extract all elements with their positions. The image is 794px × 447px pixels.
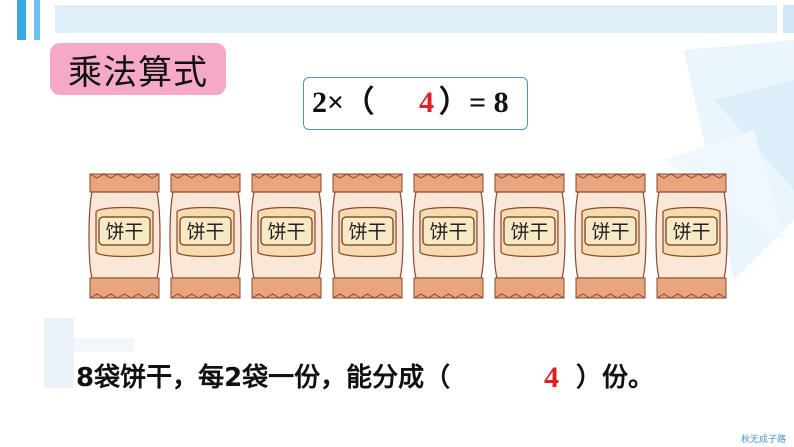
formula-right: ）= 8 — [439, 86, 509, 119]
corner-watermark-text: 秋无成子路 — [740, 435, 786, 445]
biscuit-bag-label: 饼干 — [186, 221, 224, 243]
biscuit-bag: 饼干 — [574, 173, 647, 299]
sentence-left: 8袋饼干，每2袋一份，能分成（ — [76, 363, 451, 393]
watermark-logo — [44, 318, 134, 388]
biscuit-bag: 饼干 — [88, 173, 161, 299]
biscuit-bag-label: 饼干 — [510, 221, 548, 243]
background-geometry — [664, 40, 794, 280]
multiplication-formula: 2×（ 4 ）= 8 — [303, 77, 528, 130]
top-banner — [55, 5, 777, 33]
biscuit-bag-label: 饼干 — [672, 221, 710, 243]
biscuit-bag-label: 饼干 — [591, 221, 629, 243]
biscuit-bag-label: 饼干 — [267, 221, 305, 243]
sentence-answer: 4 — [544, 361, 559, 394]
section-title: 乘法算式 — [50, 43, 226, 95]
biscuit-bag: 饼干 — [331, 173, 404, 299]
biscuit-bag-label: 饼干 — [348, 221, 386, 243]
top-banner-end — [783, 5, 794, 33]
biscuit-bag: 饼干 — [412, 173, 485, 299]
biscuit-bag: 饼干 — [250, 173, 323, 299]
top-accent-bar-thin — [34, 0, 40, 40]
biscuit-bag: 饼干 — [169, 173, 242, 299]
biscuit-bag-label: 饼干 — [105, 221, 143, 243]
formula-answer: 4 — [419, 86, 434, 119]
formula-left: 2×（ — [312, 86, 375, 119]
top-accent-bar — [17, 0, 26, 40]
biscuit-bag-label: 饼干 — [429, 221, 467, 243]
biscuit-bag: 饼干 — [655, 173, 728, 299]
biscuit-bag: 饼干 — [493, 173, 566, 299]
sentence-right: ）份。 — [576, 363, 655, 393]
